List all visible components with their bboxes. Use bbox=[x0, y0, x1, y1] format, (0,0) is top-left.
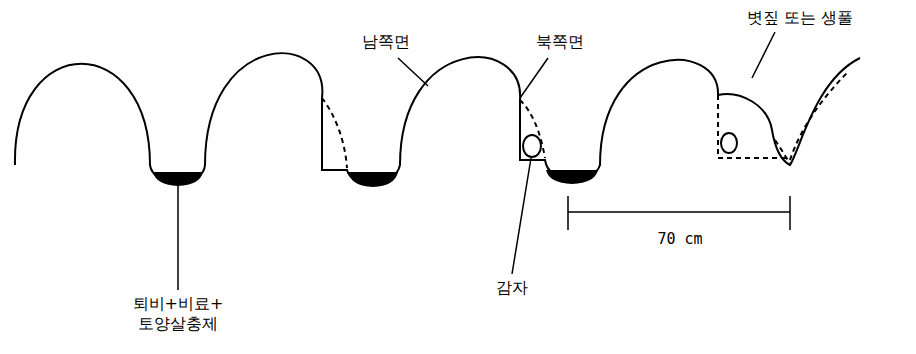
part-label: 감자 bbox=[496, 278, 528, 298]
dimension-label: 70 cm bbox=[657, 230, 702, 249]
mulch-label: 볏짚 또는 생풀 bbox=[747, 8, 853, 28]
fertilizer-fill bbox=[348, 172, 398, 187]
leader-line bbox=[178, 32, 775, 290]
dashed-cut-line bbox=[322, 72, 848, 168]
potato bbox=[523, 135, 541, 157]
potato bbox=[721, 133, 737, 153]
dimension-line bbox=[568, 196, 790, 230]
fertilizer-fill bbox=[546, 170, 598, 184]
face-label: 북쪽면 bbox=[536, 32, 584, 52]
part-label: 퇴비+비료+ 토양살충제 bbox=[128, 294, 228, 334]
fertilizer-fill bbox=[153, 172, 203, 186]
face-label: 남쪽면 bbox=[362, 32, 410, 52]
ridge-outline bbox=[15, 53, 860, 184]
